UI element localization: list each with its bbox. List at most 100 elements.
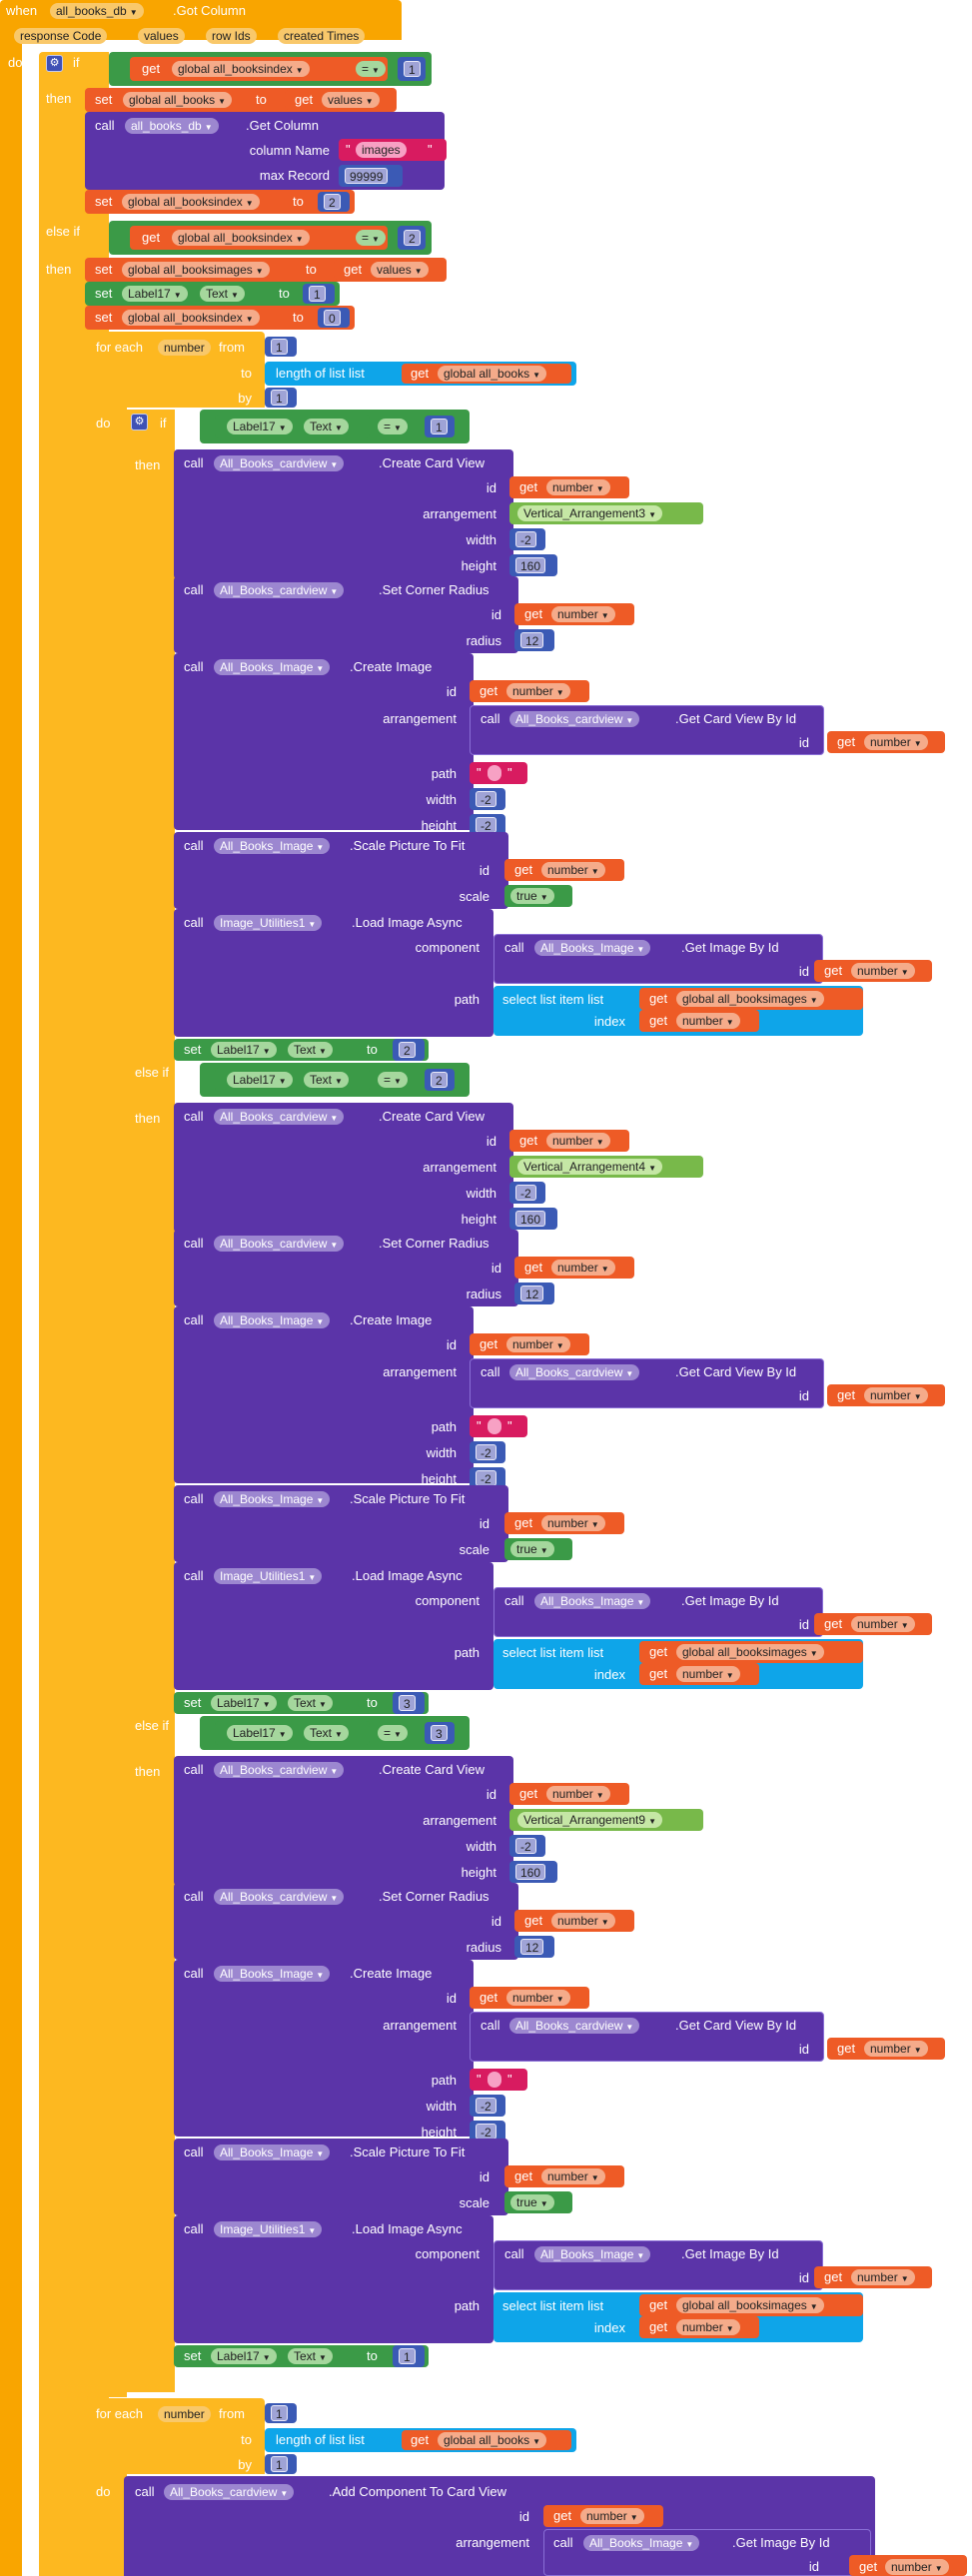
component-dropdown[interactable]: All_Books_Image▼ — [214, 2145, 331, 2160]
variable-dropdown[interactable]: global all_books▼ — [438, 2432, 546, 2448]
component-dropdown[interactable]: Label17▼ — [227, 1072, 293, 1088]
number-value[interactable]: 0 — [324, 310, 341, 326]
variable-dropdown[interactable]: global all_booksimages▼ — [676, 991, 824, 1007]
number-value[interactable]: 1 — [309, 286, 326, 302]
component-dropdown[interactable]: All_Books_Image▼ — [214, 1491, 331, 1507]
variable-dropdown[interactable]: number▼ — [541, 862, 605, 878]
variable-dropdown[interactable]: number▼ — [580, 2508, 644, 2524]
number-value[interactable]: 12 — [520, 1939, 544, 1955]
boolean-dropdown[interactable]: true▼ — [510, 1541, 554, 1557]
number-value[interactable]: 1 — [271, 2456, 288, 2472]
number-value[interactable]: -2 — [515, 531, 536, 547]
number-value[interactable]: -2 — [476, 817, 496, 833]
component-dropdown[interactable]: Image_Utilities1▼ — [214, 1568, 323, 1584]
component-dropdown[interactable]: All_Books_cardview▼ — [214, 1109, 345, 1125]
component-dropdown[interactable]: Label17▼ — [211, 1042, 277, 1058]
component-dropdown[interactable]: Vertical_Arrangement4▼ — [517, 1159, 662, 1175]
variable-dropdown[interactable]: number▼ — [676, 1013, 740, 1029]
component-dropdown[interactable]: Image_Utilities1▼ — [214, 915, 323, 931]
property-dropdown[interactable]: Text▼ — [288, 1695, 333, 1711]
number-value[interactable]: 12 — [520, 632, 544, 648]
property-dropdown[interactable]: Text▼ — [200, 286, 245, 302]
empty-text-value[interactable] — [487, 2072, 501, 2088]
component-dropdown[interactable]: All_Books_cardview▼ — [509, 1364, 640, 1380]
component-dropdown[interactable]: Image_Utilities1▼ — [214, 2221, 323, 2237]
gear-icon[interactable]: ⚙ — [46, 55, 63, 72]
property-dropdown[interactable]: Text▼ — [288, 2348, 333, 2364]
create-image-call[interactable] — [174, 1306, 474, 1483]
number-value[interactable]: 2 — [399, 1042, 416, 1058]
operator-dropdown[interactable]: =▼ — [378, 1725, 408, 1741]
number-value[interactable]: -2 — [476, 1444, 496, 1460]
number-value[interactable]: 1 — [404, 61, 421, 77]
variable-dropdown[interactable]: number▼ — [546, 1786, 610, 1802]
component-dropdown[interactable]: Label17▼ — [211, 2348, 277, 2364]
boolean-dropdown[interactable]: true▼ — [510, 888, 554, 904]
number-value[interactable]: 160 — [515, 557, 546, 573]
component-dropdown[interactable]: All_Books_Image▼ — [214, 1966, 331, 1982]
variable-dropdown[interactable]: number▼ — [506, 1990, 570, 2006]
variable-dropdown[interactable]: number▼ — [551, 1260, 615, 1276]
gear-icon[interactable]: ⚙ — [131, 414, 148, 430]
number-value[interactable]: 1 — [271, 2405, 288, 2421]
number-value[interactable]: 2 — [431, 1072, 448, 1088]
variable-dropdown[interactable]: number▼ — [546, 1133, 610, 1149]
variable-dropdown[interactable]: global all_books▼ — [438, 366, 546, 382]
number-value[interactable]: 1 — [271, 339, 288, 355]
create-image-call[interactable] — [174, 653, 474, 830]
variable-dropdown[interactable]: number▼ — [541, 1515, 605, 1531]
component-dropdown[interactable]: All_Books_cardview▼ — [164, 2484, 295, 2500]
text-value[interactable]: images — [356, 142, 407, 158]
variable-dropdown[interactable]: global all_booksindex▼ — [122, 194, 260, 210]
property-dropdown[interactable]: Text▼ — [304, 1725, 349, 1741]
number-value[interactable]: -2 — [476, 2098, 496, 2114]
component-dropdown[interactable]: Vertical_Arrangement9▼ — [517, 1812, 662, 1828]
component-dropdown-db[interactable]: all_books_db▼ — [50, 3, 144, 19]
boolean-dropdown[interactable]: true▼ — [510, 2194, 554, 2210]
variable-dropdown[interactable]: number▼ — [851, 2269, 915, 2285]
variable-dropdown[interactable]: number▼ — [551, 1913, 615, 1929]
number-value[interactable]: 1 — [271, 390, 288, 406]
component-dropdown[interactable]: Label17▼ — [211, 1695, 277, 1711]
number-value[interactable]: 3 — [431, 1725, 448, 1741]
component-dropdown[interactable]: All_Books_Image▼ — [534, 1593, 651, 1609]
variable-dropdown[interactable]: number▼ — [676, 2319, 740, 2335]
variable-dropdown[interactable]: number▼ — [546, 479, 610, 495]
component-dropdown[interactable]: All_Books_Image▼ — [214, 659, 331, 675]
param-row-ids[interactable]: row Ids — [206, 28, 257, 44]
variable-dropdown[interactable]: global all_booksimages▼ — [676, 2297, 824, 2313]
component-dropdown[interactable]: All_Books_cardview▼ — [509, 2018, 640, 2034]
variable-dropdown[interactable]: number▼ — [864, 2041, 928, 2057]
component-dropdown[interactable]: All_Books_Image▼ — [214, 838, 331, 854]
loop-variable[interactable]: number — [158, 340, 211, 356]
variable-dropdown[interactable]: number▼ — [506, 683, 570, 699]
component-dropdown[interactable]: All_Books_Image▼ — [534, 940, 651, 956]
variable-dropdown[interactable]: number▼ — [676, 1666, 740, 1682]
variable-dropdown[interactable]: global all_booksindex▼ — [172, 230, 310, 246]
component-dropdown[interactable]: All_Books_cardview▼ — [214, 1889, 345, 1905]
property-dropdown[interactable]: Text▼ — [288, 1042, 333, 1058]
number-value[interactable]: 1 — [399, 2348, 416, 2364]
component-dropdown[interactable]: Label17▼ — [227, 419, 293, 434]
property-dropdown[interactable]: Text▼ — [304, 419, 349, 434]
component-dropdown[interactable]: all_books_db▼ — [125, 118, 219, 134]
component-dropdown[interactable]: All_Books_Image▼ — [534, 2246, 651, 2262]
component-dropdown[interactable]: Label17▼ — [122, 286, 188, 302]
variable-dropdown[interactable]: number▼ — [864, 1387, 928, 1403]
number-value[interactable]: 160 — [515, 1211, 546, 1227]
for-each-block-1[interactable] — [85, 332, 127, 2397]
component-dropdown[interactable]: All_Books_cardview▼ — [214, 1236, 345, 1252]
number-value[interactable]: -2 — [476, 1470, 496, 1486]
empty-text-value[interactable] — [487, 1418, 501, 1434]
variable-dropdown[interactable]: number▼ — [864, 734, 928, 750]
number-value[interactable]: -2 — [476, 2124, 496, 2140]
number-value[interactable]: 2 — [324, 194, 341, 210]
operator-dropdown[interactable]: =▼ — [356, 230, 386, 246]
number-value[interactable]: -2 — [515, 1185, 536, 1201]
number-value[interactable]: 3 — [399, 1695, 416, 1711]
variable-dropdown[interactable]: number▼ — [885, 2559, 949, 2575]
variable-dropdown[interactable]: number▼ — [506, 1336, 570, 1352]
empty-text-value[interactable] — [487, 765, 501, 781]
loop-variable[interactable]: number — [158, 2406, 211, 2422]
